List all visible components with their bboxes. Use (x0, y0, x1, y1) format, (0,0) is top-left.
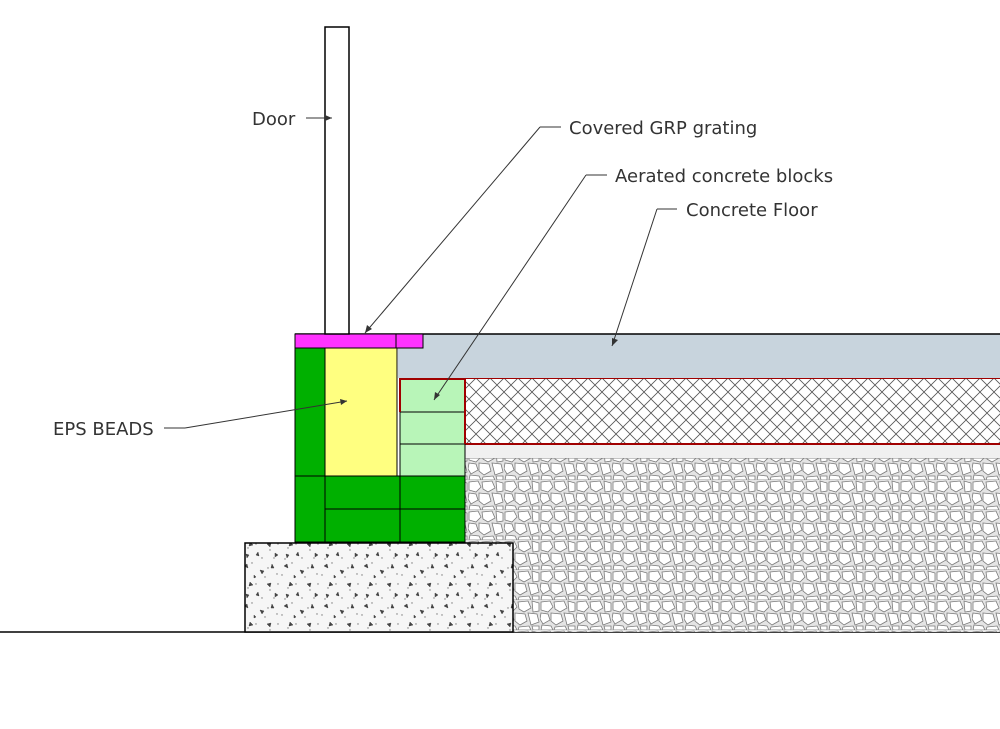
label-grating: Covered GRP grating (569, 118, 757, 139)
label-floor: Concrete Floor (686, 200, 818, 221)
leader-door (306, 115, 332, 121)
leader-floor (611, 208, 677, 347)
leader-grating (364, 126, 561, 334)
label-eps: EPS BEADS (53, 419, 154, 440)
door (324, 26, 350, 335)
grp-grating (294, 333, 424, 349)
hardcore-fill (465, 458, 1000, 632)
label-door: Door (252, 109, 296, 130)
leader-eps (164, 399, 348, 429)
concrete-floor-slab (398, 334, 1000, 378)
label-aerated: Aerated concrete blocks (615, 166, 833, 187)
eps-beads-fill (324, 347, 398, 477)
concrete-footing (244, 542, 514, 633)
aerated-concrete-blocks (399, 378, 466, 477)
floor-insulation (465, 378, 1000, 444)
blinding-layer (465, 444, 1000, 458)
block-wall (294, 347, 466, 543)
leader-aerated (433, 174, 607, 401)
